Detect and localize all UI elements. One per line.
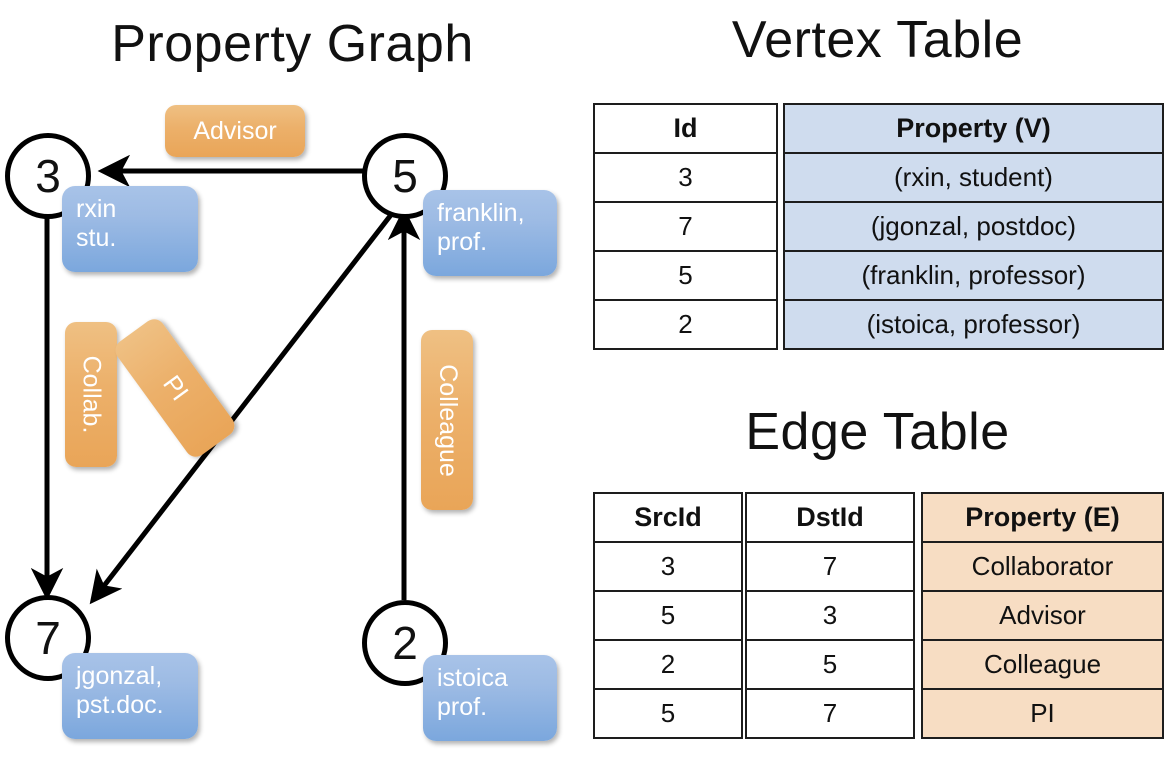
page-title-property-graph: Property Graph [111, 15, 474, 73]
edge-table-col-srcid: SrcId [593, 492, 743, 543]
edge-property-cell: Colleague [921, 639, 1164, 690]
edge-dst-cell: 7 [745, 541, 915, 592]
edge-property-cell: Collaborator [921, 541, 1164, 592]
table-row[interactable]: 7 [593, 201, 778, 252]
vertex-table-col-id: Id [593, 103, 778, 154]
vertex-id-cell: 7 [593, 201, 778, 252]
graph-node-7-id: 7 [35, 612, 61, 664]
edge-table-dstid-column: DstId 7 3 5 7 [745, 492, 915, 739]
table-row[interactable]: 3 [593, 152, 778, 203]
graph-node-2[interactable]: 2 [362, 600, 448, 686]
table-header-row: Property (E) [921, 492, 1164, 543]
table-row[interactable]: (jgonzal, postdoc) [783, 201, 1164, 252]
edge-label-pi: PI [157, 369, 194, 406]
edge-src-cell: 3 [593, 541, 743, 592]
edge-label-box-colleague[interactable]: Colleague [421, 330, 473, 510]
edge-table-col-property: Property (E) [921, 492, 1164, 543]
edge-table-col-dstid: DstId [745, 492, 915, 543]
table-row[interactable]: 3 [745, 590, 915, 641]
table-row[interactable]: 2 [593, 299, 778, 350]
edge-label-colleague: Colleague [433, 363, 462, 477]
vertex-property-box-2[interactable]: istoica prof. [423, 655, 557, 741]
vertex-property-cell: (franklin, professor) [783, 250, 1164, 301]
table-header-row: Property (V) [783, 103, 1164, 154]
table-row[interactable]: 5 [745, 639, 915, 690]
table-row[interactable]: 2 [593, 639, 743, 690]
table-header-row: DstId [745, 492, 915, 543]
table-row[interactable]: 3 [593, 541, 743, 592]
table-row[interactable]: Collaborator [921, 541, 1164, 592]
table-header-row: Id [593, 103, 778, 154]
edge-src-cell: 2 [593, 639, 743, 690]
edge-5-to-7-pi [89, 196, 406, 605]
edge-src-cell: 5 [593, 688, 743, 739]
table-row[interactable]: Colleague [921, 639, 1164, 690]
table-row[interactable]: PI [921, 688, 1164, 739]
edge-property-cell: Advisor [921, 590, 1164, 641]
vertex-property-cell: (istoica, professor) [783, 299, 1164, 350]
edge-label-advisor: Advisor [193, 116, 277, 145]
vertex-property-box-7[interactable]: jgonzal, pst.doc. [62, 653, 198, 739]
vertex-table-col-property: Property (V) [783, 103, 1164, 154]
edge-src-cell: 5 [593, 590, 743, 641]
vertex-property-box-3[interactable]: rxin stu. [62, 186, 198, 272]
graph-edges-svg [30, 154, 421, 605]
vertex-property-cell: (rxin, student) [783, 152, 1164, 203]
graph-node-2-id: 2 [392, 617, 418, 669]
vertex-property-box-5[interactable]: franklin, prof. [423, 190, 557, 276]
edge-dst-cell: 3 [745, 590, 915, 641]
table-row[interactable]: Advisor [921, 590, 1164, 641]
edge-label-collab: Collab. [77, 355, 106, 434]
edge-label-box-advisor[interactable]: Advisor [165, 105, 305, 157]
edge-table-property-column: Property (E) Collaborator Advisor Collea… [921, 492, 1164, 739]
graph-node-5-id: 5 [392, 150, 418, 202]
vertex-table-property-column: Property (V) (rxin, student) (jgonzal, p… [783, 103, 1164, 350]
table-header-row: SrcId [593, 492, 743, 543]
table-row[interactable]: 7 [745, 541, 915, 592]
vertex-id-cell: 5 [593, 250, 778, 301]
vertex-table-id-column: Id 3 7 5 2 [593, 103, 778, 350]
table-row[interactable]: 7 [745, 688, 915, 739]
table-row[interactable]: (franklin, professor) [783, 250, 1164, 301]
vertex-id-cell: 2 [593, 299, 778, 350]
edge-label-box-collab[interactable]: Collab. [65, 322, 117, 467]
property-graph-diagram: 3 5 7 2 rxin stu. franklin, prof. jgonza… [5, 105, 557, 741]
edge-property-cell: PI [921, 688, 1164, 739]
table-row[interactable]: 5 [593, 688, 743, 739]
edge-dst-cell: 5 [745, 639, 915, 690]
edge-dst-cell: 7 [745, 688, 915, 739]
page-title-edge-table: Edge Table [745, 403, 1010, 461]
edge-table-srcid-column: SrcId 3 5 2 5 [593, 492, 743, 739]
graph-node-3-id: 3 [35, 150, 61, 202]
vertex-id-cell: 3 [593, 152, 778, 203]
table-row[interactable]: (istoica, professor) [783, 299, 1164, 350]
table-row[interactable]: 5 [593, 250, 778, 301]
vertex-property-cell: (jgonzal, postdoc) [783, 201, 1164, 252]
page-title-vertex-table: Vertex Table [731, 11, 1024, 69]
table-row[interactable]: (rxin, student) [783, 152, 1164, 203]
table-row[interactable]: 5 [593, 590, 743, 641]
